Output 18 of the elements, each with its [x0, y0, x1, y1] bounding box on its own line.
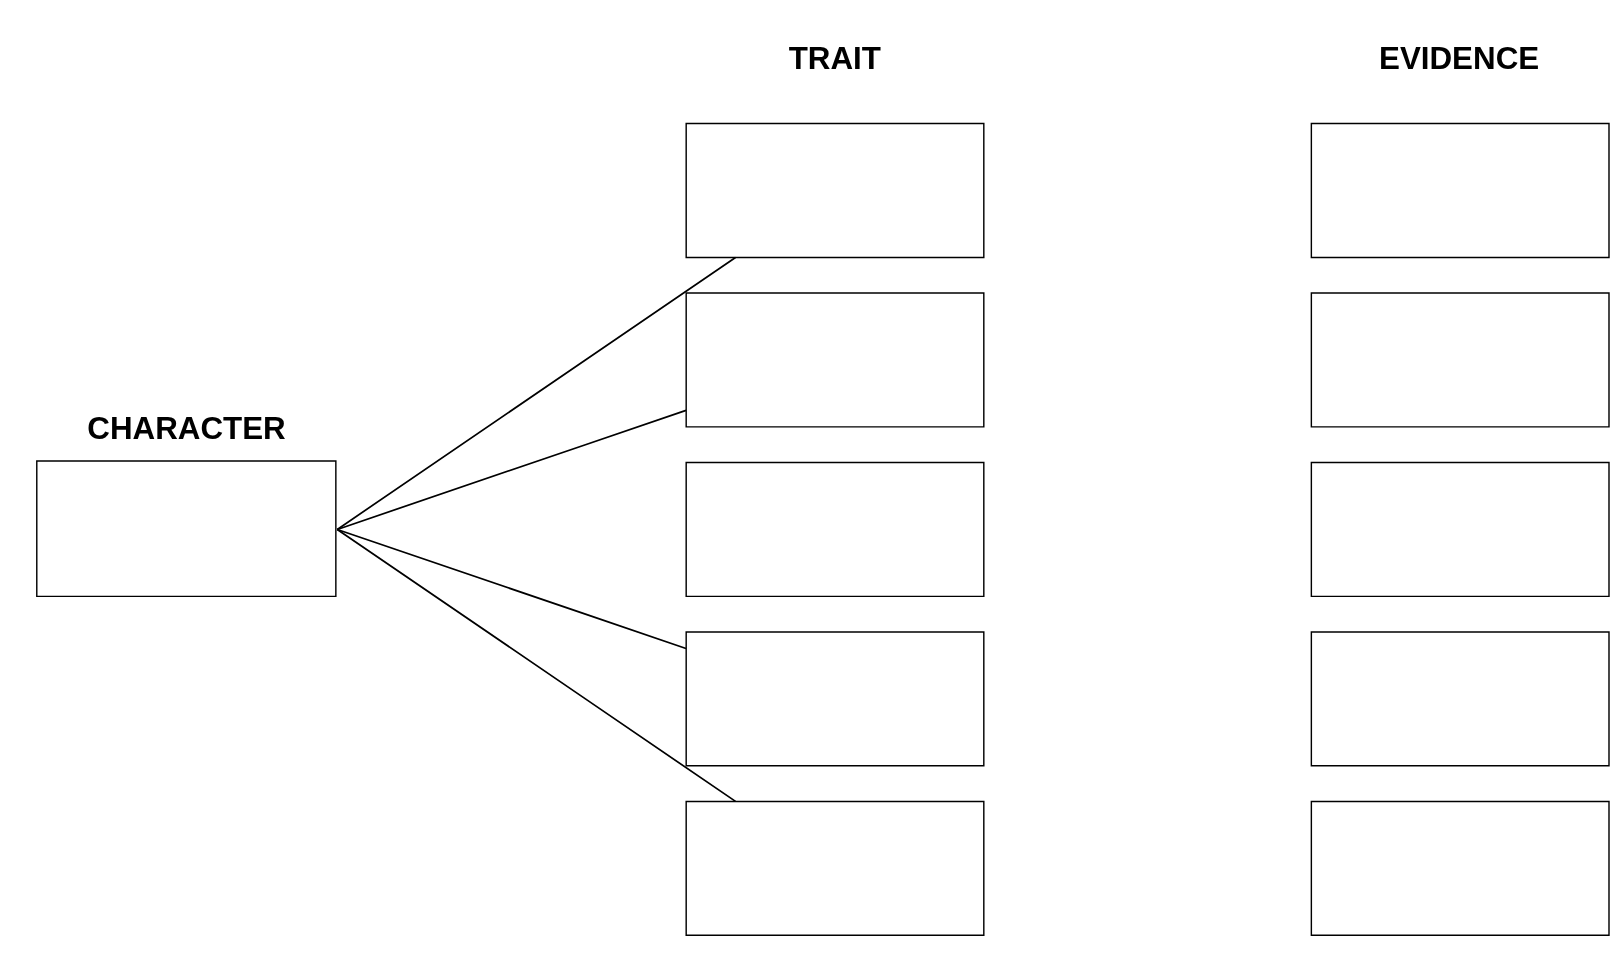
node-box — [36, 460, 337, 598]
connector — [336, 528, 687, 650]
node-box — [1310, 122, 1610, 259]
node-box — [1310, 800, 1610, 936]
label: EVIDENCE — [1379, 40, 1540, 76]
node-box — [685, 122, 985, 259]
connector — [336, 528, 737, 803]
node-box — [685, 292, 985, 428]
node-box — [1310, 292, 1610, 428]
node-box — [685, 631, 985, 767]
label: TRAIT — [788, 40, 881, 76]
node-box — [1310, 461, 1610, 598]
connector — [336, 256, 737, 531]
node-label: CHARACTER — [87, 411, 286, 447]
node-box — [685, 461, 985, 598]
node-box — [1310, 631, 1610, 767]
node-box — [685, 800, 985, 936]
connector — [336, 409, 687, 531]
